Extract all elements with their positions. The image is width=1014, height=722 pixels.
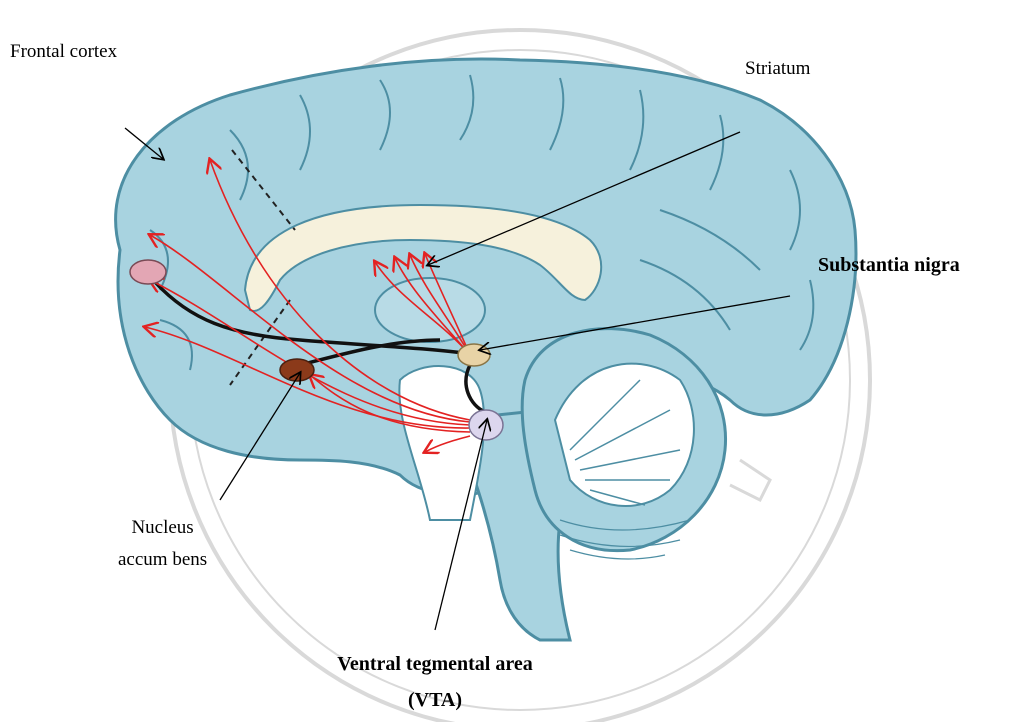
substantia-nigra-label: Substantia nigra <box>818 254 960 277</box>
vta-label: Ventral tegmental area (VTA) <box>300 646 570 718</box>
nucleus-accumbens-label: Nucleus accum bens <box>118 512 207 576</box>
midbrain-region <box>399 366 484 520</box>
vta-label-line1: Ventral tegmental area <box>300 646 570 682</box>
substantia-nigra-nucleus <box>458 344 490 366</box>
frontal-cortex-label: Frontal cortex <box>10 41 117 63</box>
nucleus-accumbens-label-line1: Nucleus <box>118 512 207 544</box>
vta-label-line2: (VTA) <box>300 682 570 718</box>
frontal-nucleus <box>130 260 166 284</box>
striatum-label: Striatum <box>745 58 810 80</box>
nucleus-accumbens-label-line2: accum bens <box>118 544 207 576</box>
